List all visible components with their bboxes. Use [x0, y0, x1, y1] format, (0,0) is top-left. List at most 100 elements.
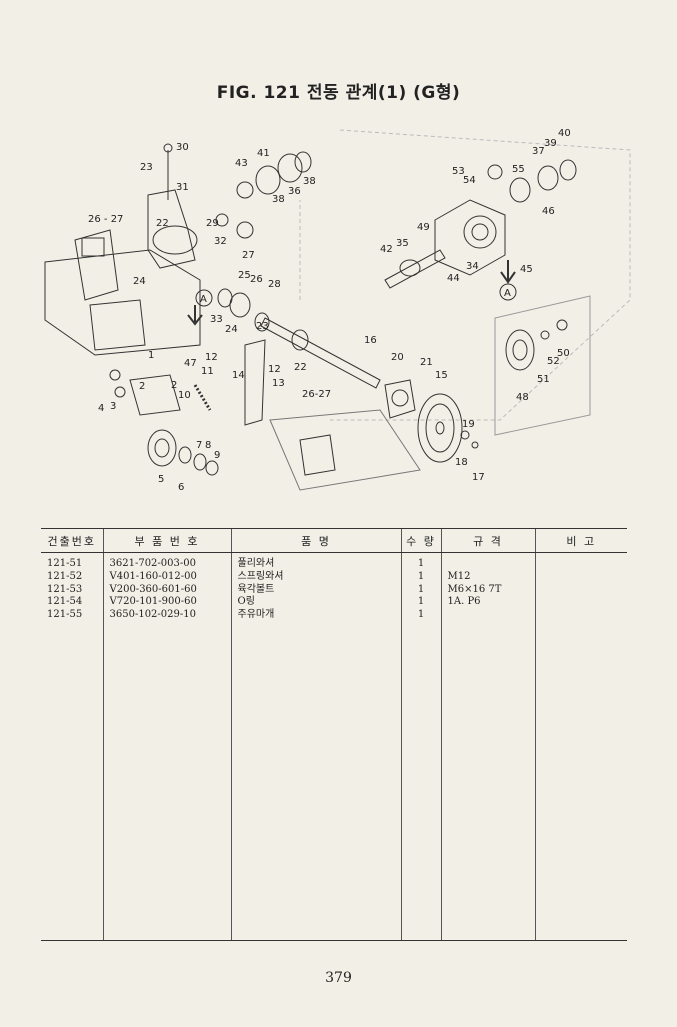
callout-label: 17: [472, 472, 485, 483]
callout-label: 32: [214, 236, 227, 247]
callout-label: 24: [133, 276, 146, 287]
callout-label: 19: [462, 419, 475, 430]
table-row: 121-51 3621-702-003-00 풀리와셔 1: [41, 552, 627, 571]
column-header-part-number: 부 품 번 호: [102, 528, 231, 553]
callout-label: 3: [110, 401, 116, 412]
table-row: 121-55 3650-102-029-10 주유마개 1: [41, 609, 627, 622]
cell-specification: M6×16 7T: [440, 583, 535, 597]
callout-label: 26 - 27: [88, 214, 123, 225]
callout-label: 50: [557, 348, 570, 359]
cell-index: 121-54: [47, 596, 83, 608]
callout-label: A: [504, 288, 511, 299]
cell-remarks: [534, 583, 627, 597]
callout-label: 27: [242, 250, 255, 261]
cell-specification: M12: [440, 570, 535, 584]
column-header-specification: 규 격: [440, 528, 535, 553]
callout-label: 53: [452, 166, 465, 177]
callout-label: 38: [272, 194, 285, 205]
callout-label: 26-27: [302, 389, 331, 400]
parts-list-table: 건출번호 부 품 번 호 품 명 수 량 규 격 비 고 121-51 3621…: [41, 528, 627, 941]
callout-label: 37: [532, 146, 545, 157]
callout-label: 13: [272, 378, 285, 389]
cell-quantity: 1: [400, 570, 441, 584]
diagram-callouts: 30 31 23 26 - 27 43 41 39 40 37 55 53 54…: [88, 128, 571, 493]
cell-remarks: [534, 596, 627, 610]
callout-label: 23: [256, 321, 269, 332]
cell-part-name: 스프링와셔: [230, 570, 401, 584]
callout-label: 54: [463, 175, 476, 186]
table-row: 121-53 V200-360-601-60 육각볼트 1 M6×16 7T: [41, 583, 627, 597]
cell-part-number: V720-101-900-60: [102, 596, 231, 610]
cell-quantity: 1: [400, 596, 441, 610]
callout-label: 10: [178, 390, 191, 401]
callout-label: 22: [156, 218, 169, 229]
callout-label: 34: [466, 261, 479, 272]
callout-label: 41: [257, 148, 270, 159]
callout-label: 12: [205, 352, 218, 363]
callout-label: 6: [178, 482, 184, 493]
callout-label: 31: [176, 182, 189, 193]
column-header-index: 건출번호: [41, 528, 103, 553]
column-header-remarks: 비 고: [534, 528, 627, 553]
table-header-row: 건출번호 부 품 번 호 품 명 수 량 규 격 비 고: [41, 528, 627, 553]
callout-label: 8: [205, 440, 211, 451]
cell-part-number: V401-160-012-00: [102, 570, 231, 584]
callout-label: 21: [420, 357, 433, 368]
cell-specification: 1A. P6: [440, 596, 535, 610]
cell-remarks: [534, 570, 627, 584]
cell-specification: [440, 552, 535, 571]
cell-part-name: 육각볼트: [230, 583, 401, 597]
cell-part-name: 풀리와셔: [230, 552, 401, 571]
callout-label: 40: [558, 128, 571, 139]
callout-label: 1: [148, 350, 154, 361]
callout-label: 28: [268, 279, 281, 290]
callout-label: 43: [235, 158, 248, 169]
callout-label: A: [200, 294, 207, 305]
callout-label: 26: [250, 274, 263, 285]
table-row: 121-54 V720-101-900-60 O링 1 1A. P6: [41, 596, 627, 610]
callout-label: 46: [542, 206, 555, 217]
figure-title: FIG. 121 전동 관계(1) (G형): [216, 83, 461, 103]
cell-index: 121-55: [47, 609, 83, 621]
cell-remarks: [534, 609, 627, 622]
cell-part-number: 3650-102-029-10: [102, 609, 231, 622]
callout-label: 14: [232, 370, 245, 381]
cell-part-number: V200-360-601-60: [102, 583, 231, 597]
cell-index: 121-51: [47, 558, 83, 569]
callout-label: 20: [391, 352, 404, 363]
cell-part-name: 주유마개: [230, 609, 401, 622]
cell-quantity: 1: [400, 552, 441, 571]
callout-label: 18: [455, 457, 468, 468]
callout-label: 36: [288, 186, 301, 197]
cell-quantity: 1: [400, 609, 441, 622]
callout-label: 55: [512, 164, 525, 175]
callout-label: 4: [98, 403, 104, 414]
callout-label: 39: [544, 138, 557, 149]
column-header-quantity: 수 량: [400, 528, 441, 553]
callout-label: 47: [184, 358, 197, 369]
callout-label: 2: [139, 381, 145, 392]
callout-label: 16: [364, 335, 377, 346]
cell-index: 121-53: [47, 583, 83, 595]
cell-part-number: 3621-702-003-00: [102, 552, 231, 571]
callout-label: 35: [396, 238, 409, 249]
callout-label: 45: [520, 264, 533, 275]
exploded-parts-diagram: 30 31 23 26 - 27 43 41 39 40 37 55 53 54…: [44, 128, 631, 493]
callout-label: 38: [303, 176, 316, 187]
cell-part-name: O링: [230, 596, 401, 610]
cell-remarks: [534, 552, 627, 571]
cell-specification: [440, 609, 535, 622]
callout-label: 24: [225, 324, 238, 335]
column-header-part-name: 품 명: [230, 528, 401, 553]
callout-label: 2: [171, 380, 177, 391]
callout-label: 44: [447, 273, 460, 284]
page-number: 379: [325, 970, 352, 986]
callout-label: 33: [210, 314, 223, 325]
callout-label: 30: [176, 142, 189, 153]
callout-label: 7: [196, 440, 202, 451]
callout-label: 29: [206, 218, 219, 229]
callout-label: 48: [516, 392, 529, 403]
callout-label: 5: [158, 474, 164, 485]
callout-label: 25: [238, 270, 251, 281]
callout-label: 11: [201, 366, 214, 377]
